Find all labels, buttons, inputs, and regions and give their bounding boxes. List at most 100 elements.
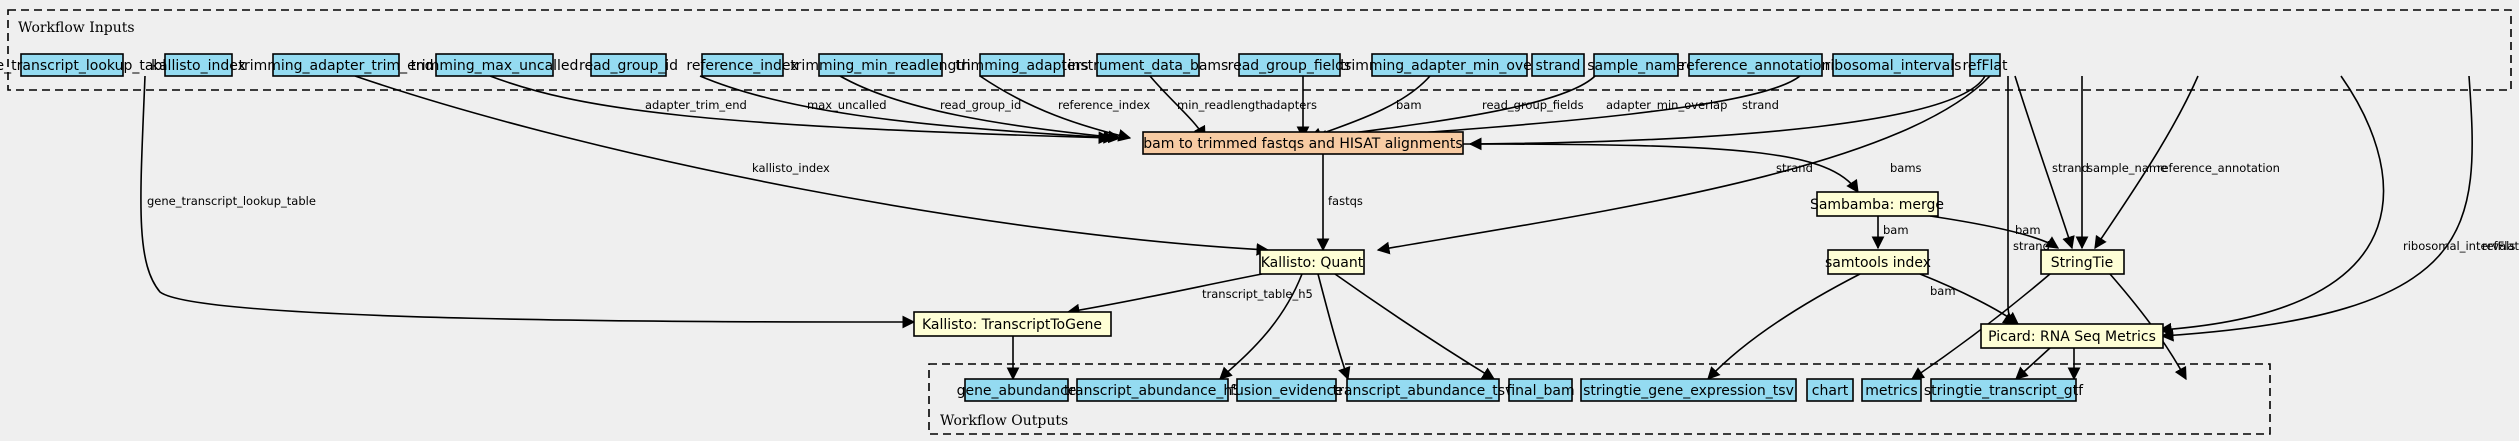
edge-label: max_uncalled — [807, 98, 887, 112]
edge-label: kallisto_index — [752, 161, 830, 175]
edge-label: ribosomal_intervals — [2403, 239, 2515, 253]
node-label: kallisto_index — [151, 58, 246, 74]
node-label: metrics — [1865, 383, 1917, 399]
node-label: strand — [1536, 58, 1581, 74]
edge-strand-align — [1468, 75, 1986, 151]
input-reference-annotation[interactable]: reference_annotation — [1681, 53, 1831, 77]
output-transcript-abundance-h5[interactable]: transcript_abundance_h5 — [1064, 378, 1241, 402]
output-transcript-abundance-tsv[interactable]: transcript_abundance_tsv — [1333, 378, 1514, 402]
output-chart[interactable]: chart — [1806, 378, 1854, 402]
input-strand[interactable]: strand — [1531, 53, 1585, 77]
edge-label: bam — [2015, 223, 2041, 237]
edge-label: transcript_table_h5 — [1202, 287, 1313, 301]
input-gene-transcript-lookup-table[interactable]: gene_transcript_lookup_table — [0, 53, 175, 77]
node-label: trimming_max_uncalled — [411, 58, 579, 74]
edge-strand-stringtie — [2014, 75, 2075, 250]
edge-label: strand — [1742, 98, 1779, 112]
edge-label: read_group_fields — [1482, 98, 1584, 112]
edge-label: reference_index — [1058, 98, 1150, 112]
node-label: stringtie_gene_expression_tsv — [1583, 383, 1794, 399]
node-label: gene_transcript_lookup_table — [0, 58, 175, 74]
node-label: reference_index — [686, 58, 798, 74]
edge-labels: adapter_trim_end max_uncalled read_group… — [147, 98, 2519, 301]
input-trimming-max-uncalled[interactable]: trimming_max_uncalled — [411, 53, 579, 77]
step-label: samtools index — [1825, 255, 1931, 271]
output-gene-abundance[interactable]: gene_abundance — [957, 378, 1077, 402]
step-bam-to-fastqs-hisat[interactable]: bam to trimmed fastqs and HISAT alignmen… — [1142, 131, 1464, 155]
input-reference-index[interactable]: reference_index — [686, 53, 799, 77]
edge-label: sample_name — [2087, 161, 2167, 175]
edge-refflat — [2160, 75, 2473, 342]
edge-label: bams — [1890, 161, 1922, 175]
input-nodes: gene_transcript_lookup_tablekallisto_ind… — [0, 53, 2008, 77]
workflow-outputs-cluster: Workflow Outputs — [928, 363, 2271, 435]
edge-stringtie-gene-expr — [1910, 273, 2051, 380]
step-samtools-index[interactable]: samtools index — [1825, 249, 1931, 275]
node-label: final_bam — [1506, 383, 1574, 399]
input-refflat[interactable]: refFlat — [1962, 53, 2008, 77]
edge-max-uncalled — [699, 75, 1117, 144]
edge-label: gene_transcript_lookup_table — [147, 194, 316, 208]
edge-bams — [1462, 143, 1859, 194]
output-nodes: gene_abundancetranscript_abundance_h5fus… — [957, 378, 2084, 402]
input-trimming-adapter-trim-end[interactable]: trimming_adapter_trim_end — [239, 53, 434, 77]
step-label: StringTie — [2051, 255, 2113, 271]
step-kallisto-transcript-to-gene[interactable]: Kallisto: TranscriptToGene — [913, 311, 1112, 337]
output-final-bam[interactable]: final_bam — [1506, 378, 1575, 402]
node-label: trimming_adapters — [955, 58, 1088, 74]
input-trimming-adapter-min-overlap[interactable]: trimming_adapter_min_overlap — [1340, 53, 1559, 77]
edge-kallisto-tsv — [1334, 273, 1496, 380]
step-picard-rna-seq-metrics[interactable]: Picard: RNA Seq Metrics — [1980, 323, 2164, 349]
input-read-group-id[interactable]: read_group_id — [579, 53, 678, 77]
node-label: transcript_abundance_tsv — [1333, 383, 1514, 399]
edge-reference-annotation — [2094, 75, 2199, 250]
edge-read-group-id — [839, 75, 1122, 144]
output-stringtie-transcript-gtf[interactable]: stringtie_transcript_gtf — [1924, 378, 2084, 402]
edge-label: read_group_id — [940, 98, 1021, 112]
edge-label: bam — [1883, 223, 1909, 237]
step-sambamba-merge[interactable]: Sambamba: merge — [1810, 191, 1944, 217]
edge-ribosomal-intervals — [2158, 75, 2385, 336]
workflow-inputs-label: Workflow Inputs — [18, 20, 135, 36]
node-label: sample_name — [1587, 58, 1685, 74]
step-label: Picard: RNA Seq Metrics — [1988, 329, 2156, 345]
input-trimming-min-readlength[interactable]: trimming_min_readlength — [790, 53, 971, 77]
edge-label: adapter_trim_end — [645, 98, 747, 112]
edge-label: reference_annotation — [2157, 161, 2280, 175]
input-sample-name[interactable]: sample_name — [1587, 53, 1685, 77]
workflow-inputs-cluster: Workflow Inputs — [7, 9, 2512, 91]
edge-kallisto-transcript-to-gene — [1066, 273, 1263, 317]
node-label: gene_abundance — [957, 383, 1077, 399]
edge-samtools-final-bam — [1707, 273, 1861, 380]
input-ribosomal-intervals[interactable]: ribosomal_intervals — [1825, 53, 1962, 77]
edge-picard-chart — [2015, 347, 2051, 380]
node-label: instrument_data_bams — [1068, 58, 1229, 74]
edge-label: bam — [1930, 284, 1956, 298]
node-label: trimming_min_readlength — [790, 58, 971, 74]
node-label: transcript_abundance_h5 — [1064, 383, 1241, 399]
node-label: read_group_fields — [1228, 58, 1352, 74]
step-label: Kallisto: Quant — [1261, 255, 1364, 271]
step-nodes: bam to trimmed fastqs and HISAT alignmen… — [913, 131, 2164, 349]
step-label: bam to trimmed fastqs and HISAT alignmen… — [1143, 136, 1462, 152]
step-label: Kallisto: TranscriptToGene — [922, 317, 1102, 333]
step-stringtie[interactable]: StringTie — [2040, 249, 2125, 275]
input-trimming-adapters[interactable]: trimming_adapters — [955, 53, 1089, 77]
edge-label: refFlat — [2482, 239, 2519, 253]
node-label: stringtie_transcript_gtf — [1924, 383, 2084, 399]
edge-label: bam — [1396, 98, 1422, 112]
node-label: refFlat — [1962, 58, 2008, 74]
node-label: chart — [1812, 383, 1849, 399]
output-metrics[interactable]: metrics — [1861, 378, 1922, 402]
output-stringtie-gene-expression-tsv[interactable]: stringtie_gene_expression_tsv — [1580, 378, 1797, 402]
node-label: ribosomal_intervals — [1825, 58, 1962, 74]
edge-kallisto-fusion — [1317, 273, 1351, 381]
input-instrument-data-bams[interactable]: instrument_data_bams — [1068, 53, 1229, 77]
step-kallisto-quant[interactable]: Kallisto: Quant — [1259, 249, 1365, 275]
output-fusion-evidence[interactable]: fusion_evidence — [1230, 378, 1343, 402]
node-label: trimming_adapter_trim_end — [239, 58, 434, 74]
input-kallisto-index[interactable]: kallisto_index — [151, 53, 246, 77]
input-read-group-fields[interactable]: read_group_fields — [1228, 53, 1352, 77]
edge-kallisto-h5 — [1219, 273, 1303, 380]
